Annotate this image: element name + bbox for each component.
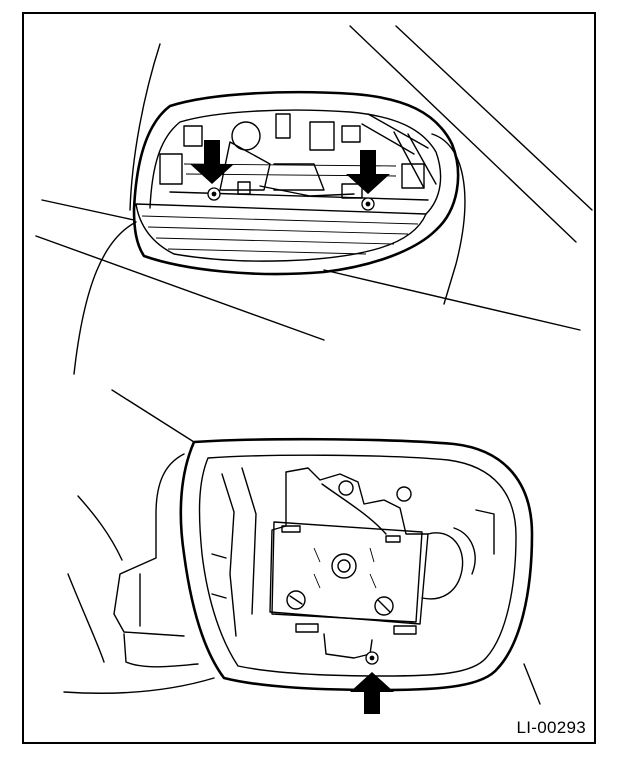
screw-top-right	[361, 197, 375, 211]
top-mirror-housing	[35, 25, 593, 375]
bottom-mirror-body	[63, 389, 541, 714]
arrow-up-icon	[350, 672, 394, 714]
top-internal-mechanism	[159, 113, 429, 201]
screw-bottom	[365, 651, 379, 665]
diagram-frame: LI-00293	[22, 12, 596, 744]
mirror-diagram	[35, 25, 593, 714]
arrow-down-icon	[346, 150, 390, 194]
arrow-down-icon	[190, 140, 234, 184]
mirror-actuator-plate	[269, 467, 464, 635]
screw-top-left	[207, 187, 221, 201]
figure-code-label: LI-00293	[516, 718, 586, 737]
